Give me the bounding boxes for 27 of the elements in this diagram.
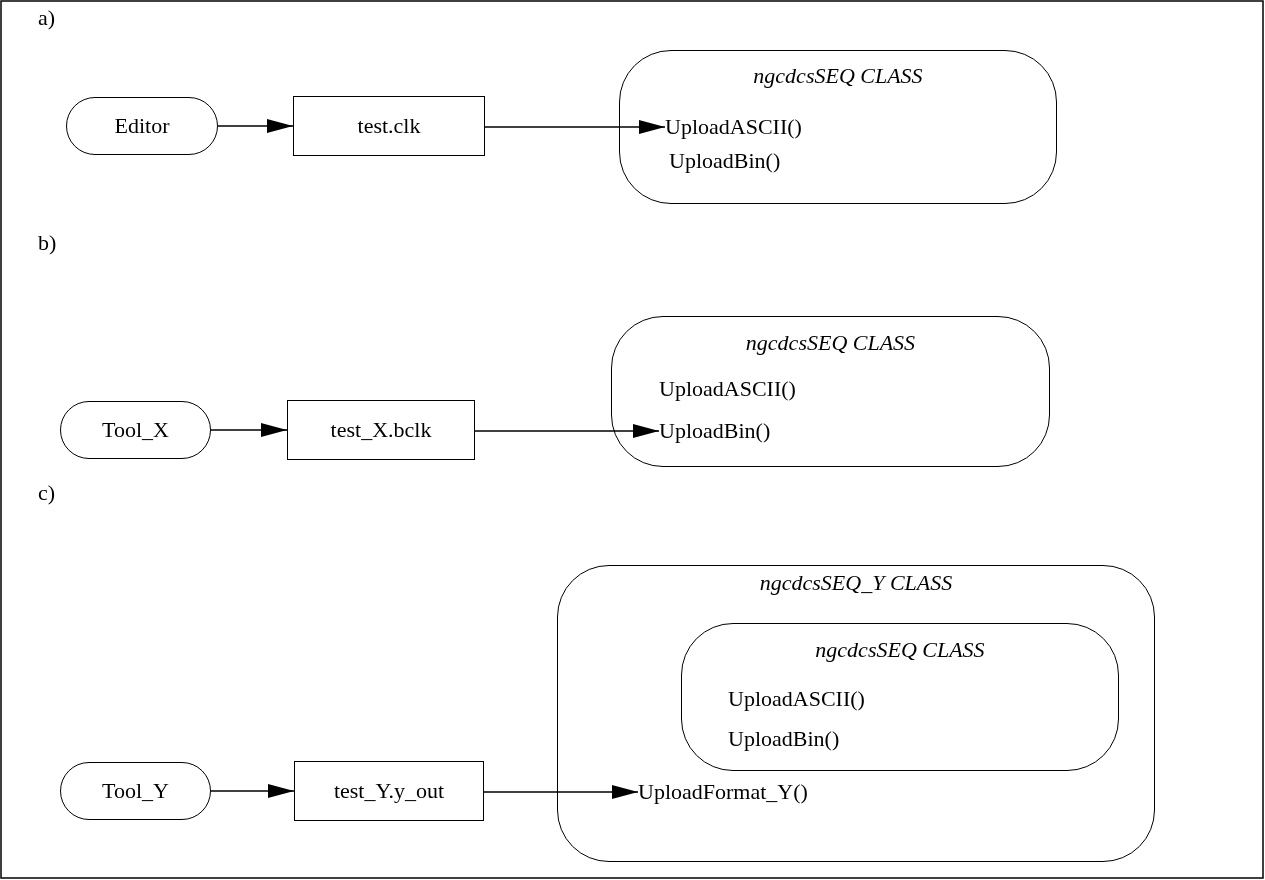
method-name: UploadASCII() [665,114,802,140]
class-title: ngcdcsSEQ CLASS [814,637,986,663]
method-name: UploadBin() [659,418,771,444]
panel-label: b) [38,230,57,256]
class-box [681,623,1119,771]
method-name: UploadBin() [728,726,840,752]
class-title: ngcdcsSEQ CLASS [752,63,924,89]
class-title: ngcdcsSEQ CLASS [744,330,917,356]
method-name: UploadFormat_Y() [638,779,808,805]
arrow [484,120,666,134]
arrow [210,784,295,798]
class-box [611,316,1050,467]
file-box: test_Y.y_out [294,761,484,821]
class-title: ngcdcsSEQ_Y CLASS [758,570,954,596]
panel-label: a) [38,5,56,31]
file-box: test.clk [293,96,485,156]
class-box [619,50,1057,204]
arrow [210,423,288,437]
arrow [474,424,660,438]
method-name: UploadASCII() [728,686,865,712]
method-name: UploadASCII() [659,376,796,402]
arrow [483,785,639,799]
class-box [557,565,1155,862]
file-box: test_X.bclk [287,400,475,460]
arrow [217,119,294,133]
method-name: UploadBin() [669,148,781,174]
panel-label: c) [38,480,56,506]
